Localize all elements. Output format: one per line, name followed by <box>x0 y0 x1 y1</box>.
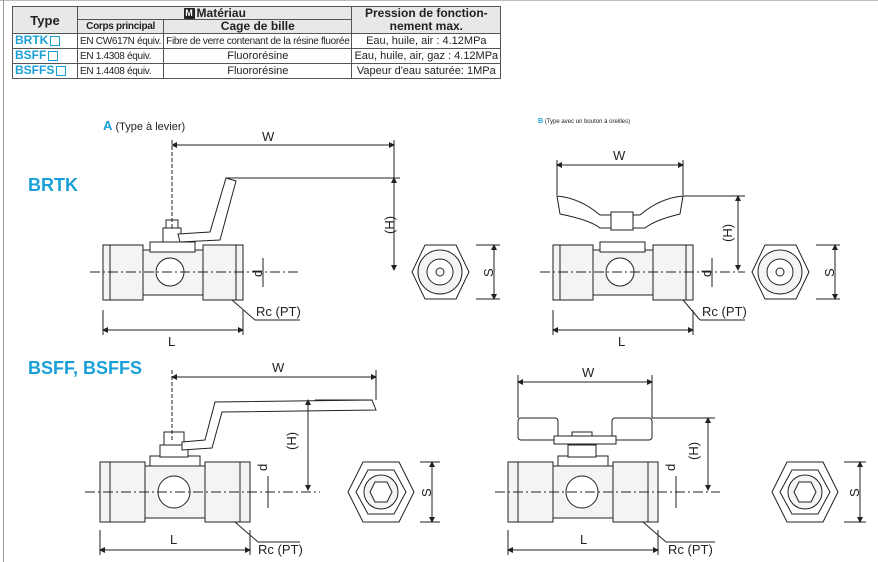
bsff-a-s: S <box>419 488 434 497</box>
brtk-a-rc: Rc (PT) <box>256 304 301 319</box>
bsff-b-h: (H) <box>686 442 701 460</box>
material-badge: M <box>183 8 195 20</box>
type-b-letter: B <box>538 118 544 125</box>
row-pressure: Vapeur d'eau saturée: 1MPa <box>351 63 502 80</box>
bsff-a-d: d <box>255 464 270 471</box>
header-pressure-l2: nement max. <box>389 19 463 34</box>
brtk-lever-valve <box>102 177 244 301</box>
bsff-butterfly-valve <box>507 417 659 523</box>
row-type-label: BRTK <box>15 33 49 48</box>
brtk-lever-valve-dims <box>90 140 400 335</box>
brtk-a-d: d <box>250 270 265 277</box>
row-body: EN 1.4408 équiv. <box>76 63 165 80</box>
brtk-a-w: W <box>262 129 275 144</box>
brtk-hex-end-b <box>751 244 840 300</box>
left-border <box>3 0 4 562</box>
section-bsff: BSFF, BSFFS <box>28 358 143 378</box>
bsff-b-s: S <box>847 488 862 497</box>
bsff-a-w: W <box>272 360 285 375</box>
header-pressure-l1: Pression de fonction- <box>364 6 488 21</box>
bsff-lever-valve <box>99 399 377 523</box>
bsff-b-rc: Rc (PT) <box>668 542 713 557</box>
option-box <box>48 51 59 62</box>
type-b-text: (Type avec un bouton à oreilles) <box>544 119 631 125</box>
row-pressure: Eau, huile, air, gaz : 4.12MPa <box>351 48 502 65</box>
brtk-butterfly-valve <box>552 195 694 301</box>
header-pressure: Pression de fonction-nement max. <box>351 5 502 35</box>
row-type: BSFFS <box>12 63 78 80</box>
row-ball: Fluororésine <box>163 63 353 80</box>
table-row: BSFF EN 1.4308 équiv. Fluororésine Eau, … <box>12 48 502 65</box>
brtk-butterfly-dims <box>540 160 745 335</box>
header-body: Corps principal <box>76 19 165 35</box>
brtk-b-l: L <box>618 334 625 349</box>
bsff-a-h: (H) <box>284 432 299 450</box>
top-border <box>0 0 878 1</box>
brtk-b-w: W <box>613 148 626 163</box>
option-box <box>50 36 61 47</box>
bsff-a-l: L <box>170 532 177 547</box>
brtk-b-s: S <box>822 268 837 277</box>
bsff-b-l: L <box>580 532 587 547</box>
brtk-hex-end-a <box>411 244 500 300</box>
brtk-b-rc: Rc (PT) <box>702 304 747 319</box>
brtk-b-d: d <box>699 270 714 277</box>
type-b-caption: B (Type avec un bouton à oreilles) <box>538 118 630 125</box>
brtk-a-h: (H) <box>382 216 397 234</box>
type-a-text: (Type à levier) <box>115 121 186 133</box>
row-type-label: BSFFS <box>15 63 55 78</box>
bsff-hex-end-a <box>347 461 440 523</box>
row-type-label: BSFF <box>15 48 47 63</box>
header-material-label: Matériau <box>196 6 246 20</box>
bsff-b-w: W <box>582 365 595 380</box>
bsff-lever-dims <box>85 370 377 555</box>
type-a-letter: A <box>103 118 113 133</box>
section-brtk: BRTK <box>28 175 78 195</box>
row-type: BSFF <box>12 48 78 65</box>
bsff-a-rc: Rc (PT) <box>258 542 303 557</box>
dim-labels: W (H) d L Rc (PT) S W (H) d L Rc (PT) S … <box>168 129 862 557</box>
brtk-a-l: L <box>168 334 175 349</box>
table-row: BSFFS EN 1.4408 équiv. Fluororésine Vape… <box>12 63 502 80</box>
brtk-b-h: (H) <box>720 224 735 242</box>
header-type: Type <box>12 5 78 35</box>
bsff-hex-end-b <box>771 461 866 523</box>
option-box <box>56 66 67 77</box>
brtk-a-s: S <box>481 268 496 277</box>
type-a-caption: A (Type à levier) <box>103 118 185 133</box>
bsff-b-d: d <box>663 464 678 471</box>
table-row: BRTK EN CW617N équiv. Fibre de verre con… <box>12 33 502 50</box>
bsff-butterfly-dims <box>495 375 720 555</box>
